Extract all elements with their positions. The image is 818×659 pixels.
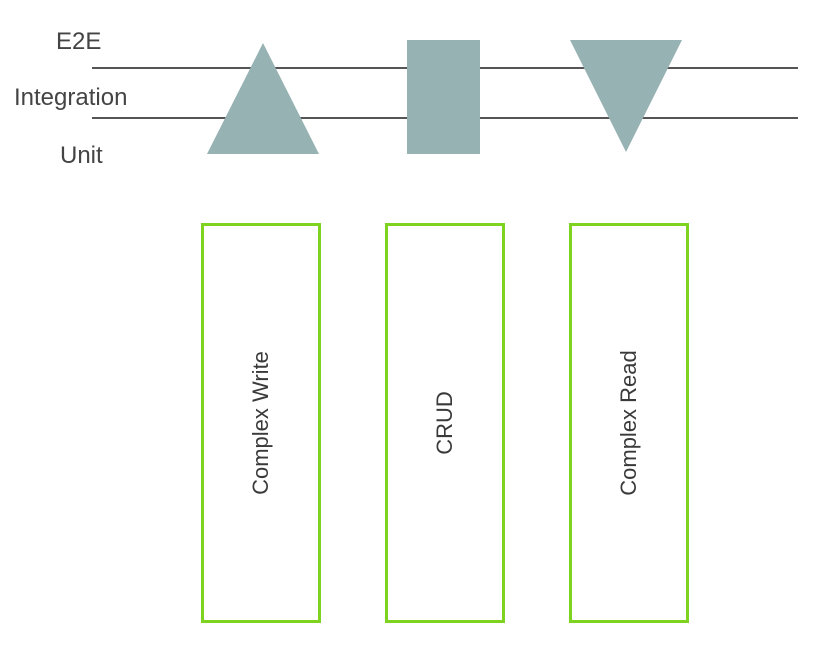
column-box-complex-read: Complex Read — [569, 223, 689, 623]
column-box-crud: CRUD — [385, 223, 505, 623]
column-label-complex-write: Complex Write — [248, 351, 273, 495]
rectangle-shape — [407, 40, 480, 154]
pyramid-shape — [207, 43, 319, 154]
test-distribution-shapes — [207, 40, 682, 154]
column-label-crud: CRUD — [432, 391, 457, 455]
level-label-e2e: E2E — [56, 28, 102, 55]
level-label-integration: Integration — [14, 84, 128, 111]
inverted-pyramid-shape — [570, 40, 682, 152]
column-box-complex-write: Complex Write — [201, 223, 321, 623]
level-label-unit: Unit — [60, 142, 103, 169]
column-label-complex-read: Complex Read — [616, 350, 641, 496]
